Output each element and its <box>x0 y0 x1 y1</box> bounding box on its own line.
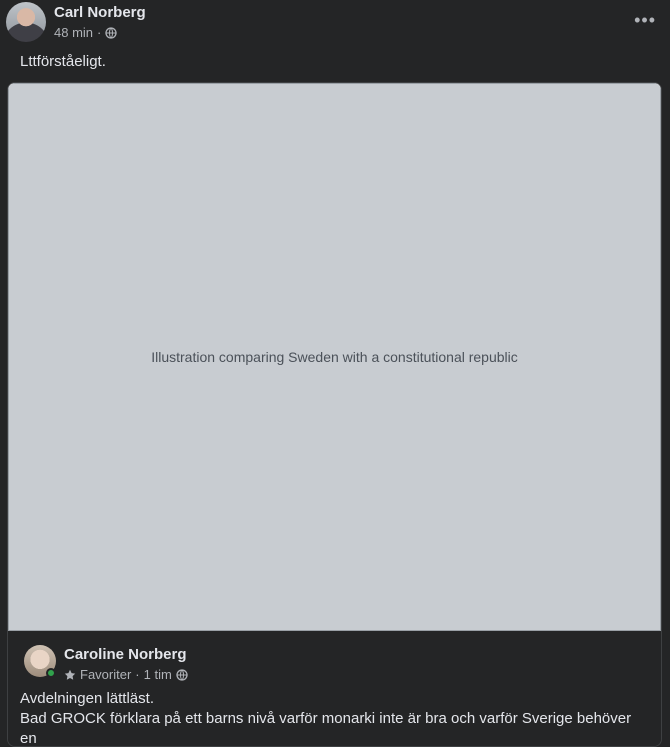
comment: Caroline Norberg Favoriter · 1 tim Avdel… <box>8 632 661 747</box>
comment-line: Bad GROCK förklara på ett barns nivå var… <box>20 710 632 727</box>
comment-line: Avdelningen lättläst. <box>20 690 154 707</box>
author-avatar[interactable] <box>6 2 46 42</box>
comment-line: en <box>20 730 37 747</box>
author-name[interactable]: Carl Norberg <box>54 4 146 21</box>
comment-time[interactable]: 1 tim <box>143 667 172 682</box>
globe-icon <box>105 26 118 39</box>
shared-card: Illustration comparing Sweden with a con… <box>7 82 662 747</box>
commenter-name[interactable]: Caroline Norberg <box>64 646 187 663</box>
comment-meta: Favoriter · 1 tim <box>64 667 188 682</box>
star-icon <box>64 669 76 680</box>
post-meta: 48 min · <box>54 25 118 40</box>
meta-separator: · <box>135 667 140 682</box>
comment-text: Avdelningen lättläst. Bad GROCK förklara… <box>20 689 650 747</box>
favorites-badge: Favoriter <box>80 667 132 682</box>
post-image[interactable]: Illustration comparing Sweden with a con… <box>8 83 661 631</box>
online-status-icon <box>46 668 56 678</box>
globe-icon <box>176 668 188 681</box>
image-placeholder: Illustration comparing Sweden with a con… <box>8 83 661 631</box>
more-options-icon[interactable]: ••• <box>634 10 656 30</box>
meta-separator: · <box>97 25 102 40</box>
post-time[interactable]: 48 min <box>54 25 94 40</box>
post-header: Carl Norberg 48 min · ••• <box>0 0 670 48</box>
post-text: Lttförståeligt. <box>20 53 106 70</box>
